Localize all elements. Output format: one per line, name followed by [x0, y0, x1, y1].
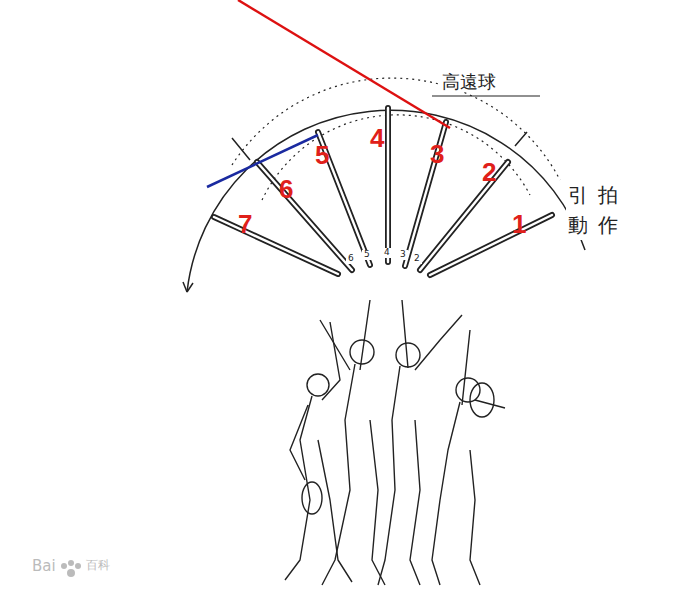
swing-arcs: [183, 78, 585, 292]
callout-number: 6: [277, 175, 295, 204]
callout-number: 2: [480, 158, 498, 187]
red-line: [238, 0, 450, 128]
blue-line: [207, 135, 318, 187]
callout-number: 4: [368, 124, 386, 153]
watermark: Bai: [30, 558, 58, 575]
racket-positions: [214, 108, 552, 275]
shot-name: 高遠球: [440, 72, 498, 92]
handle-number: 6: [346, 254, 356, 264]
player-figures: [285, 300, 505, 585]
callout-number: 1: [510, 210, 528, 239]
handle-number: 4: [382, 248, 392, 258]
callout-number: 3: [428, 140, 446, 169]
callout-number: 5: [313, 141, 331, 170]
label-rule: [432, 95, 540, 96]
handle-number: 2: [412, 254, 422, 264]
callout-number: 7: [236, 210, 254, 239]
handle-number: 3: [398, 250, 408, 260]
dotted-arc: [232, 78, 560, 180]
phase-name: 引拍動作: [566, 180, 632, 240]
handle-number: 5: [362, 250, 372, 260]
watermark-paw: [61, 560, 81, 577]
watermark: 百科: [84, 559, 112, 572]
arc-arrow: [183, 282, 193, 292]
